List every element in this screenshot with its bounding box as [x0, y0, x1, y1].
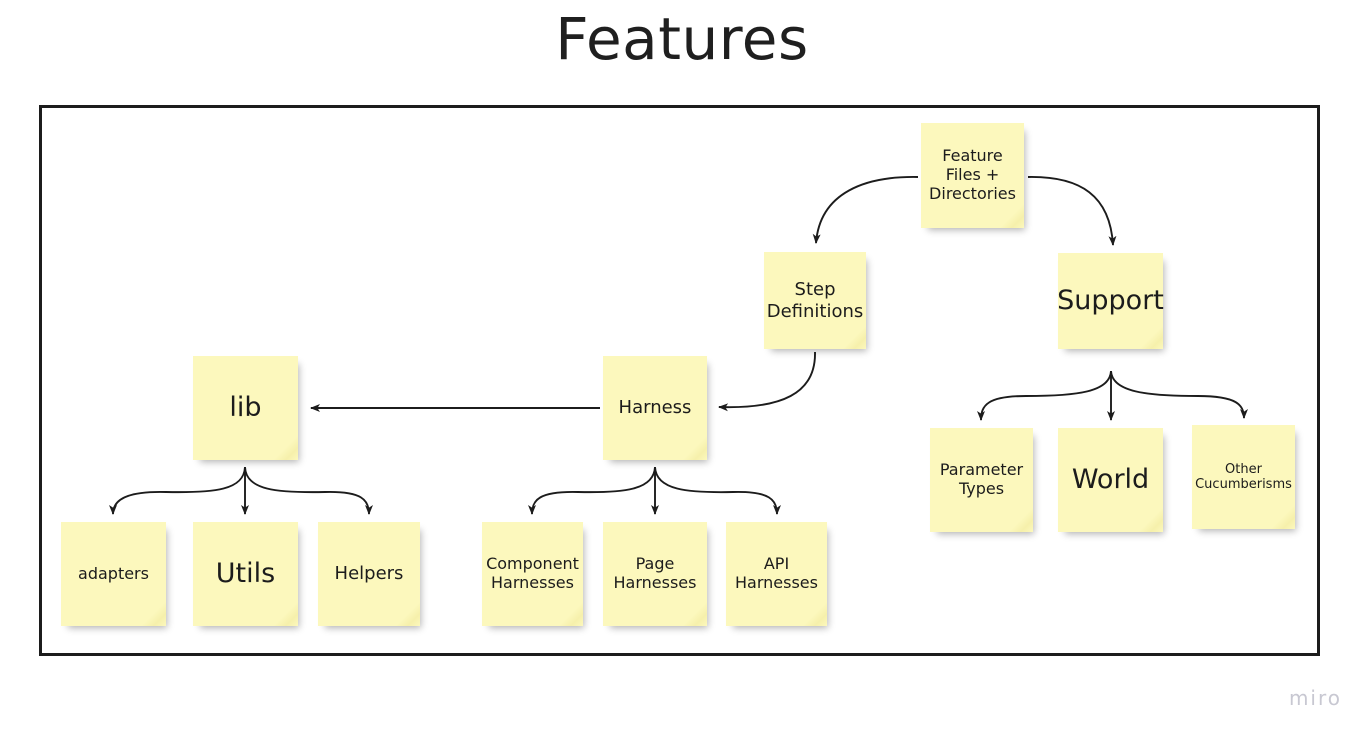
sticky-note-label: lib	[229, 392, 262, 424]
sticky-note-harness[interactable]: Harness	[603, 356, 707, 460]
sticky-note-label: World	[1071, 464, 1150, 496]
miro-watermark: miro	[1288, 686, 1342, 710]
sticky-note-other-cucumberisms[interactable]: Other Cucumberisms	[1192, 425, 1295, 529]
sticky-note-helpers[interactable]: Helpers	[318, 522, 420, 626]
sticky-note-label: Component Harnesses	[486, 554, 579, 592]
sticky-note-label: Harness	[618, 397, 692, 419]
sticky-note-label: adapters	[78, 563, 149, 583]
sticky-note-step-definitions[interactable]: Step Definitions	[764, 252, 866, 349]
sticky-note-page-harnesses[interactable]: Page Harnesses	[603, 522, 707, 626]
sticky-note-world[interactable]: World	[1058, 428, 1163, 532]
sticky-note-label: Utils	[215, 558, 276, 590]
sticky-note-support[interactable]: Support	[1057, 253, 1164, 349]
sticky-note-label: API Harnesses	[735, 554, 818, 592]
sticky-note-label: Support	[1057, 285, 1164, 317]
sticky-note-label: Feature Files + Directories	[929, 146, 1016, 203]
sticky-note-utils[interactable]: Utils	[193, 522, 298, 626]
sticky-note-label: Parameter Types	[939, 460, 1024, 498]
sticky-note-feature-files[interactable]: Feature Files + Directories	[921, 123, 1024, 228]
sticky-note-component-harnesses[interactable]: Component Harnesses	[482, 522, 583, 626]
sticky-note-label: Helpers	[334, 563, 404, 585]
sticky-note-label: Other Cucumberisms	[1195, 461, 1292, 492]
sticky-note-adapters[interactable]: adapters	[61, 522, 166, 626]
sticky-note-label: Page Harnesses	[613, 554, 697, 592]
page-title: Features	[555, 5, 809, 73]
sticky-note-label: Step Definitions	[766, 279, 864, 322]
sticky-note-api-harnesses[interactable]: API Harnesses	[726, 522, 827, 626]
sticky-note-parameter-types[interactable]: Parameter Types	[930, 428, 1033, 532]
sticky-note-lib[interactable]: lib	[193, 356, 298, 460]
